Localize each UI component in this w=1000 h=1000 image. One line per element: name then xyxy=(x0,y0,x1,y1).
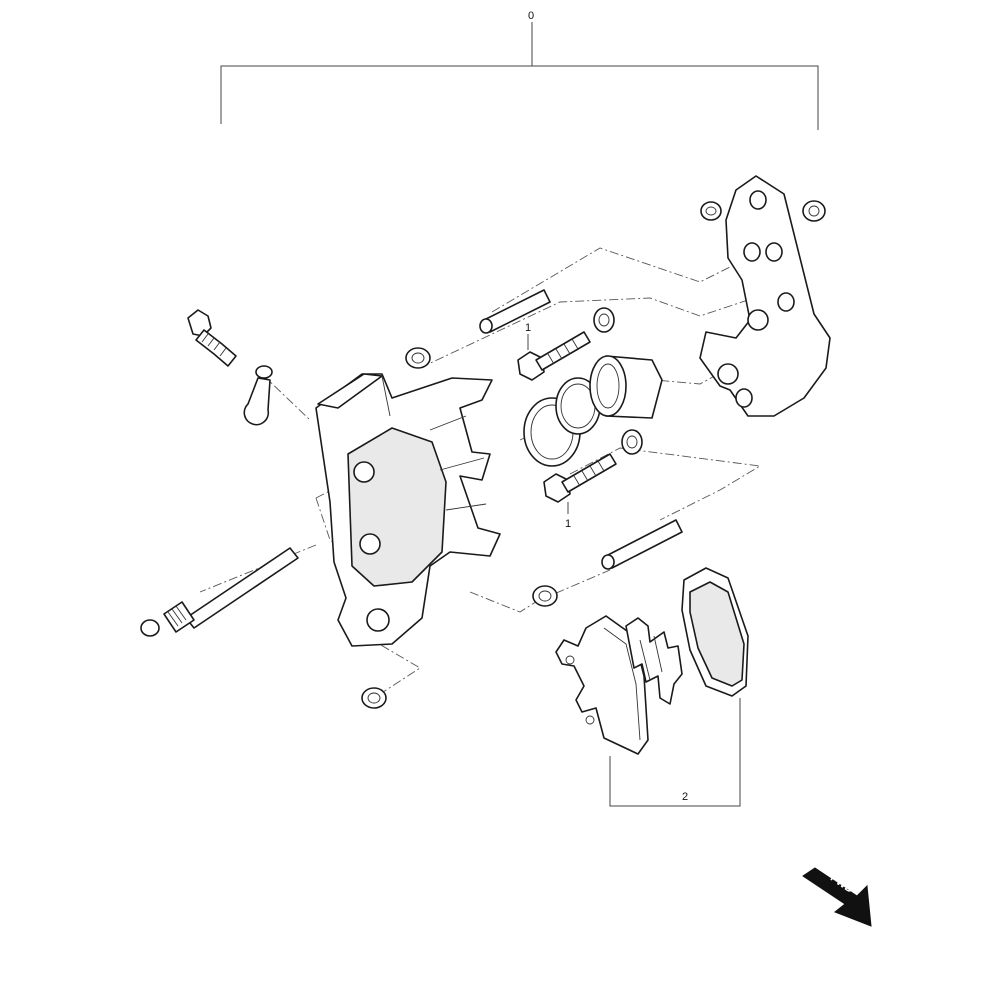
washer-lower xyxy=(621,429,643,455)
bracket-nut-left xyxy=(700,201,722,221)
fwd-arrow-icon: FWD xyxy=(802,867,872,927)
callout-bolt-upper: 1 xyxy=(525,322,531,334)
pad-set-bracket xyxy=(609,698,741,807)
mount-bolt-lower xyxy=(543,453,617,503)
callout-assembly: 0 xyxy=(528,10,534,22)
slide-pin-left xyxy=(163,547,299,633)
bracket-nut-right xyxy=(802,200,826,222)
bleeder-screw xyxy=(187,309,237,367)
mounting-bracket xyxy=(699,175,831,417)
pin-cap-upper xyxy=(405,347,431,369)
pin-cap-lower xyxy=(532,585,558,607)
bleeder-cap xyxy=(243,365,273,426)
brake-pad-left xyxy=(555,615,649,755)
mount-bolt-upper xyxy=(517,331,591,381)
pin-cap-bottom xyxy=(361,687,387,709)
washer-upper xyxy=(593,307,615,333)
slide-pin-lower xyxy=(601,519,683,570)
callout-pad-set: 2 xyxy=(682,791,688,803)
pin-cap-left xyxy=(140,619,160,637)
caliper-body xyxy=(315,373,501,647)
slide-pin-upper xyxy=(479,289,551,334)
piston xyxy=(589,355,663,419)
callout-bolt-lower: 1 xyxy=(565,518,571,530)
brake-pad-right xyxy=(681,567,749,697)
assembly-bracket xyxy=(220,22,819,130)
pad-spring xyxy=(625,617,683,705)
